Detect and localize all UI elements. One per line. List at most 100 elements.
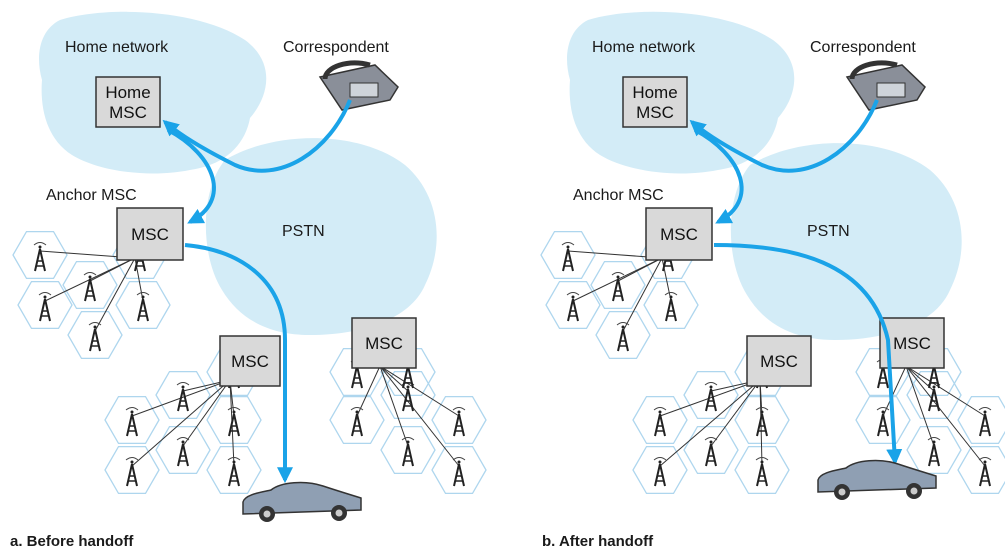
msc-2-text: MSC bbox=[760, 352, 798, 371]
cell-tower-icon bbox=[561, 242, 575, 272]
tower-link bbox=[659, 379, 761, 417]
cell-hexagon bbox=[17, 280, 73, 330]
home-msc-box: Home MSC bbox=[95, 76, 161, 128]
cell-hexagon bbox=[67, 310, 123, 360]
cell-tower-icon bbox=[136, 292, 150, 322]
tower-link bbox=[905, 365, 986, 417]
cell-hexagon bbox=[957, 445, 1005, 495]
path-home-msc-to-anchor-msc bbox=[167, 128, 216, 224]
msc-box-2: MSC bbox=[746, 335, 812, 387]
cell-towers bbox=[561, 242, 992, 487]
cell-hexagon bbox=[957, 395, 1005, 445]
cell-hexagon bbox=[643, 280, 699, 330]
cell-tower-icon bbox=[401, 437, 415, 467]
tower-link bbox=[661, 257, 672, 302]
anchor-msc-text: MSC bbox=[131, 225, 169, 244]
path-anchor-msc-to-car bbox=[184, 243, 293, 484]
pstn-label: PSTN bbox=[282, 223, 325, 240]
correspondent-label: Correspondent bbox=[810, 39, 916, 56]
tower-link bbox=[379, 365, 460, 467]
cell-tower-icon bbox=[566, 292, 580, 322]
cell-hexagon bbox=[115, 280, 171, 330]
correspondent-label: Correspondent bbox=[283, 39, 389, 56]
cell-tower-icon bbox=[452, 407, 466, 437]
home-network-label: Home network bbox=[592, 39, 696, 56]
telephone-icon bbox=[845, 60, 926, 111]
cell-tower-icon bbox=[33, 242, 47, 272]
home-msc-label-line2: MSC bbox=[636, 103, 674, 122]
anchor-msc-box: MSC bbox=[116, 207, 184, 261]
cell-hexagon bbox=[104, 445, 160, 495]
cell-hexagon bbox=[683, 425, 739, 475]
tower-link bbox=[356, 365, 381, 417]
cell-hexagon bbox=[62, 260, 118, 310]
tower-link bbox=[710, 379, 761, 447]
tower-link bbox=[94, 257, 136, 332]
cell-tower-icon bbox=[978, 457, 992, 487]
cell-tower-icon bbox=[176, 437, 190, 467]
cell-hexagon bbox=[734, 395, 790, 445]
telephone-icon bbox=[318, 60, 399, 111]
path-home-msc-to-anchor-msc bbox=[694, 128, 744, 224]
cell-hexagon bbox=[906, 347, 962, 397]
path-correspondent-to-home-msc bbox=[689, 99, 879, 173]
tower-link bbox=[905, 365, 986, 467]
car-icon bbox=[817, 459, 937, 500]
tower-link bbox=[905, 365, 935, 447]
panel-after-handoff: Home network Correspondent Anchor MSC PS… bbox=[540, 11, 1005, 550]
anchor-msc-label: Anchor MSC bbox=[46, 187, 137, 204]
cell-tower-icon bbox=[704, 382, 718, 412]
home-msc-label-line1: Home bbox=[632, 83, 677, 102]
tower-link bbox=[659, 379, 761, 467]
cell-hexagon bbox=[155, 425, 211, 475]
cell-tower-icon bbox=[38, 292, 52, 322]
home-msc-label-line2: MSC bbox=[109, 103, 147, 122]
cell-hexagon bbox=[545, 280, 601, 330]
cell-hexagon bbox=[632, 395, 688, 445]
pstn-cloud bbox=[205, 138, 437, 335]
tower-link bbox=[882, 365, 907, 417]
caption-before-handoff: a. Before handoff bbox=[10, 533, 134, 550]
cell-tower-icon bbox=[83, 272, 97, 302]
cell-hexagon bbox=[380, 347, 436, 397]
cell-tower-icon bbox=[704, 437, 718, 467]
cell-tower-icon bbox=[452, 457, 466, 487]
cell-tower-icon bbox=[755, 407, 769, 437]
tower-link bbox=[379, 365, 460, 417]
cell-tower-icon bbox=[664, 292, 678, 322]
cell-hexagon bbox=[155, 370, 211, 420]
cell-tower-icon bbox=[927, 437, 941, 467]
cell-tower-icon bbox=[653, 407, 667, 437]
cell-tower-icon bbox=[876, 407, 890, 437]
cell-hexagon bbox=[540, 230, 596, 280]
msc-box-3: MSC bbox=[351, 317, 417, 369]
cell-hexagon bbox=[329, 395, 385, 445]
cell-grid bbox=[540, 230, 1005, 495]
cell-tower-icon bbox=[125, 407, 139, 437]
msc-3-text: MSC bbox=[893, 334, 931, 353]
panel-before-handoff: Home network Correspondent Anchor MSC PS… bbox=[10, 11, 487, 550]
cell-hexagon bbox=[380, 425, 436, 475]
home-msc-label-line1: Home bbox=[105, 83, 150, 102]
cell-hexagon bbox=[683, 370, 739, 420]
cell-tower-icon bbox=[227, 457, 241, 487]
msc-box-2: MSC bbox=[219, 335, 281, 387]
cell-hexagon bbox=[431, 395, 487, 445]
car-icon bbox=[242, 481, 362, 522]
tower-link bbox=[622, 257, 663, 332]
path-correspondent-to-home-msc bbox=[162, 99, 352, 173]
cell-tower-icon bbox=[755, 457, 769, 487]
cell-tower-icon bbox=[227, 407, 241, 437]
cell-hexagon bbox=[906, 425, 962, 475]
cell-tower-icon bbox=[653, 457, 667, 487]
caption-after-handoff: b. After handoff bbox=[542, 533, 654, 550]
cell-tower-icon bbox=[176, 382, 190, 412]
pstn-label: PSTN bbox=[807, 223, 850, 240]
cell-hexagon bbox=[431, 445, 487, 495]
cell-tower-icon bbox=[125, 457, 139, 487]
anchor-msc-box: MSC bbox=[645, 207, 713, 261]
cell-tower-icon bbox=[350, 407, 364, 437]
home-msc-box: Home MSC bbox=[622, 76, 688, 128]
cell-hexagon bbox=[595, 310, 651, 360]
cell-hexagon bbox=[632, 445, 688, 495]
